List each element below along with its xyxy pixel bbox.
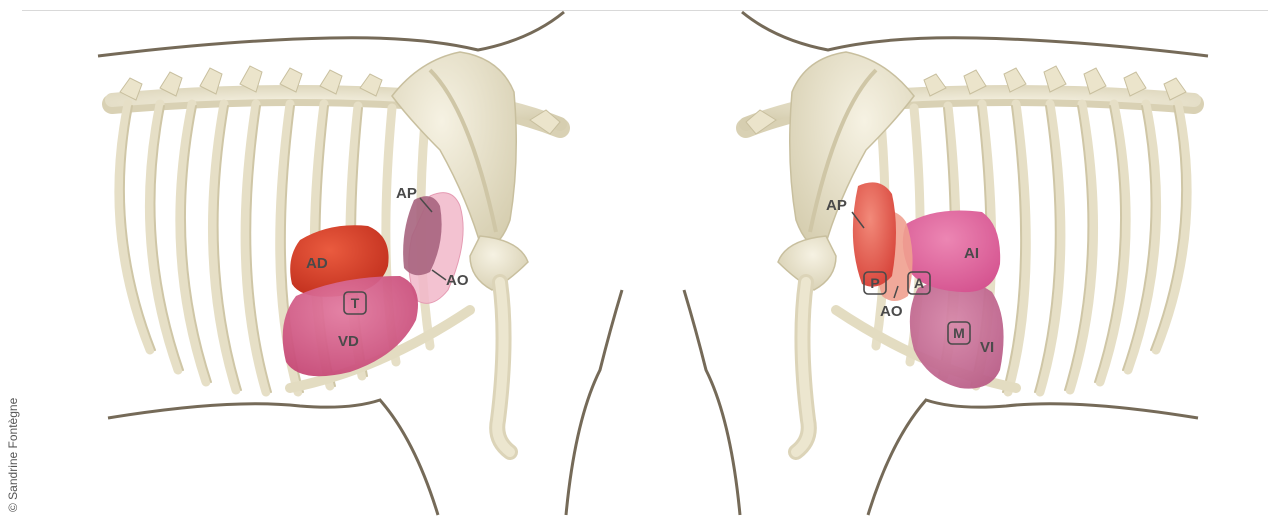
label-ap-right: AP xyxy=(826,197,847,214)
label-vd: VD xyxy=(338,333,359,350)
label-vi: VI xyxy=(980,339,994,356)
left-view: AD AP AO T VD xyxy=(98,12,622,515)
label-ao-left: AO xyxy=(446,272,469,289)
label-ai: AI xyxy=(964,245,979,262)
label-t: T xyxy=(351,295,360,311)
label-ap-left: AP xyxy=(396,185,417,202)
right-view: AP AI P A AO M VI xyxy=(684,12,1208,515)
label-p: P xyxy=(870,275,879,291)
pulmonary-artery-right xyxy=(853,182,896,286)
label-ad: AD xyxy=(306,255,328,272)
label-a: A xyxy=(914,275,924,291)
label-m: M xyxy=(953,325,965,341)
label-ao-right: AO xyxy=(880,303,903,320)
